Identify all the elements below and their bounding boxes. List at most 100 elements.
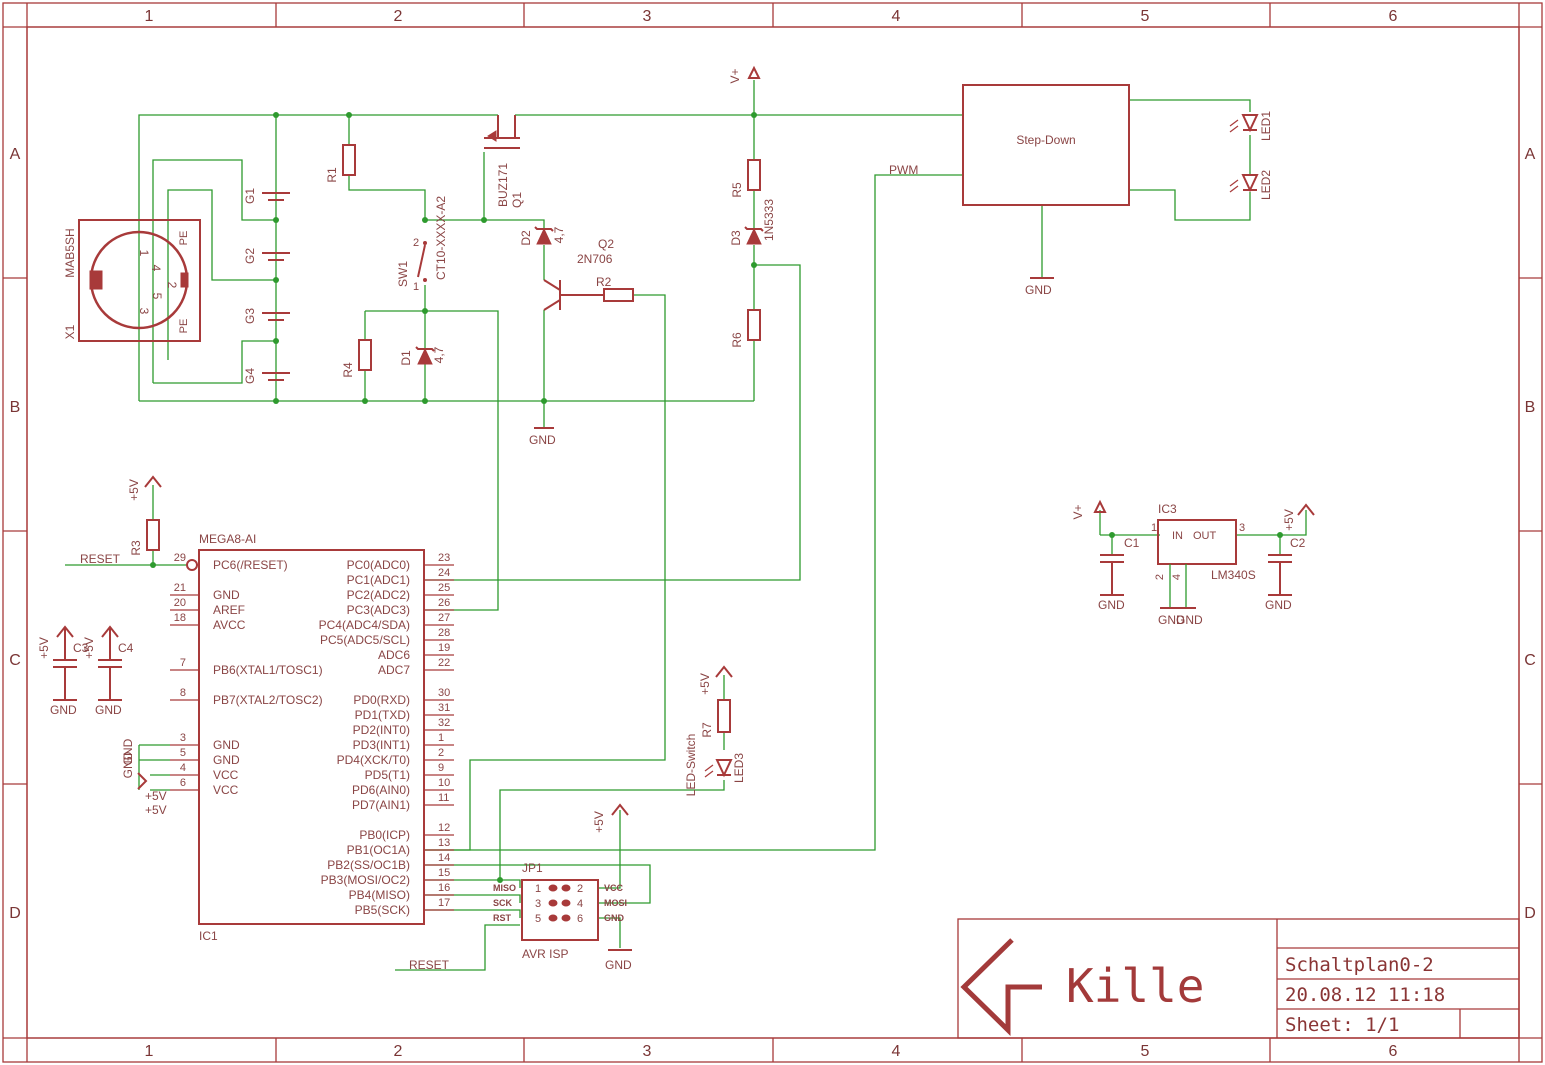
column-label: 6 [1389, 1043, 1398, 1060]
ic1-pin-number: 2 [438, 747, 444, 759]
ic1-pin-label: PD0(RXD) [353, 693, 410, 707]
gnd-label: GND [605, 958, 632, 972]
led3-label: LED3 [732, 753, 746, 783]
column-label: 3 [643, 8, 652, 25]
mosfet-q1: BUZ171 Q1 [484, 115, 524, 208]
jp1-signal-label: VCC [604, 883, 624, 893]
plus5v-label: +5V [1282, 509, 1296, 531]
ic1-pin-label: PC1(ADC1) [347, 573, 410, 587]
ic1-pin-label: PB1(OC1A) [347, 843, 410, 857]
ic1-pin-number: 11 [438, 792, 449, 804]
sheet-number: Sheet: 1/1 [1285, 1014, 1399, 1036]
capacitor-c3: +5V C3 GND [37, 625, 89, 717]
ic1-pin-label: VCC [213, 783, 239, 797]
ic1-pin-label: PB0(ICP) [359, 828, 410, 842]
junction-dots [150, 112, 1283, 883]
ic1-value: MEGA8-AI [199, 532, 256, 546]
reset-net-label: RESET [80, 552, 121, 566]
c2-label: C2 [1290, 536, 1306, 550]
jp1-pin-number: 5 [535, 913, 541, 925]
r1-label: R1 [325, 167, 339, 183]
gnd-symbol-isp: GND [605, 949, 632, 972]
led1-label: LED1 [1259, 111, 1273, 141]
x1-pin-3: 3 [137, 308, 151, 315]
d1-value: 4,7 [432, 346, 446, 363]
q2-value: 2N706 [577, 252, 613, 266]
plus5v-label: +5V [145, 803, 167, 817]
c1-label: C1 [1124, 536, 1140, 550]
capacitor-c1: C1 GND [1098, 536, 1140, 612]
jp1-pin-pad [561, 899, 571, 907]
d1-name: D1 [399, 350, 413, 366]
jp1-pin-number: 2 [577, 883, 583, 895]
battery-g4: G4 [243, 368, 290, 384]
led-switch-label: LED-Switch [684, 734, 698, 797]
ic1-pin-number: 18 [174, 612, 186, 624]
vplus-label: V+ [1071, 504, 1085, 519]
r2-label: R2 [596, 275, 612, 289]
ic1-pin-number: 7 [180, 657, 186, 669]
column-label: 3 [643, 1043, 652, 1060]
jp1-signal-label: RST [493, 913, 512, 923]
logo-text: Kille [1066, 959, 1204, 1013]
battery-g3: G3 [243, 308, 290, 324]
ic1-pin-number: 28 [438, 627, 450, 639]
row-label: C [9, 652, 21, 669]
column-label: 4 [892, 1043, 901, 1060]
gnd-label: GND [121, 738, 135, 765]
ic1-pin-label: PB7(XTAL2/TOSC2) [213, 693, 323, 707]
r7-label: R7 [700, 722, 714, 738]
ic1-pin-label: PB3(MOSI/OC2) [321, 873, 410, 887]
plus5v-label: +5V [145, 789, 167, 803]
ic1-pin-number: 5 [180, 747, 186, 759]
jp1-signal-label: MOSI [604, 898, 627, 908]
ic3-value: LM340S [1211, 568, 1256, 582]
battery-label: G2 [243, 248, 257, 264]
resistor-r4: R4 [341, 339, 372, 378]
c4-label: C4 [118, 641, 134, 655]
q2-name: Q2 [598, 237, 614, 251]
plus5v-label: +5V [82, 637, 96, 659]
gnd-label: GND [95, 703, 122, 717]
zener-d2: D2 4,7 [519, 226, 566, 246]
ic1-pin-label: PB2(SS/OC1B) [327, 858, 410, 872]
resistor-r3: R3 [129, 519, 160, 556]
ic1-pin-number: 3 [180, 732, 186, 744]
ic1-pin-label: PD1(TXD) [355, 708, 410, 722]
ic1-pin-number: 19 [438, 642, 450, 654]
resistor-r6: R6 [730, 309, 761, 348]
ic1-pin-number: 20 [174, 597, 186, 609]
column-label: 1 [145, 1043, 154, 1060]
frame-row-labels: A B C D A B C D [9, 146, 1536, 922]
gnd-symbol: GND [529, 427, 556, 447]
gnd-label: GND [1265, 598, 1292, 612]
ic3-pin-3: 3 [1239, 522, 1245, 534]
ic1-pin-number: 22 [438, 657, 450, 669]
row-label: D [1524, 905, 1536, 922]
jp1-signal-label: MISO [493, 883, 516, 893]
ic1-pin-number: 10 [438, 777, 450, 789]
battery-label: G4 [243, 368, 257, 384]
ic1-pin-label: ADC7 [378, 663, 410, 677]
gnd-label: GND [1176, 613, 1203, 627]
plus5v-label: +5V [592, 811, 606, 833]
battery-g2: G2 [243, 248, 290, 264]
pwm-label: PWM [889, 163, 918, 177]
ic1-pin-label: PC2(ADC2) [347, 588, 410, 602]
ic1-pin-number: 8 [180, 687, 186, 699]
x1-value: MAB5SH [63, 228, 77, 277]
gnd-label: GND [529, 433, 556, 447]
x1-pin-5: 5 [150, 293, 164, 300]
stepdown-label: Step-Down [1016, 133, 1075, 147]
reset-net-label: RESET [409, 958, 450, 972]
ic1-pin-label: VCC [213, 768, 239, 782]
wires [65, 80, 1307, 971]
resistor-r5: R5 [730, 159, 761, 198]
ic1-pin-number: 1 [438, 732, 444, 744]
c3-label: C3 [73, 641, 89, 655]
led2-label: LED2 [1259, 170, 1273, 200]
